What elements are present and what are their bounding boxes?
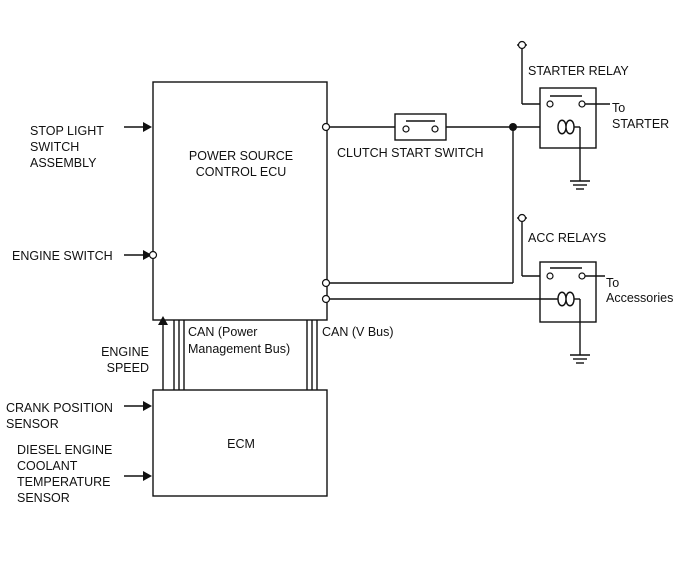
ecu-acc-terminal-1 xyxy=(321,278,331,288)
crank-position-label-line2: SENSOR xyxy=(6,417,59,431)
starter-relay-label: STARTER RELAY xyxy=(528,64,629,78)
stop-light-label-line3: ASSEMBLY xyxy=(30,156,97,170)
starter-relay: STARTER RELAY To STARTER xyxy=(517,40,669,190)
engine-switch-arrow-icon xyxy=(143,250,152,260)
stop-light-arrow-icon xyxy=(143,122,152,132)
engine-speed-signal: ENGINE SPEED xyxy=(101,316,168,390)
starter-circuit: CLUTCH START SWITCH xyxy=(321,113,558,288)
power-source-control-ecu-block: POWER SOURCE CONTROL ECU xyxy=(152,81,328,321)
coolant-label-line1: DIESEL ENGINE xyxy=(17,443,112,457)
coolant-temperature-sensor-input: DIESEL ENGINE COOLANT TEMPERATURE SENSOR xyxy=(17,443,152,505)
stop-light-label-line1: STOP LIGHT xyxy=(30,124,104,138)
can-v-bus: CAN (V Bus) xyxy=(306,320,394,390)
clutch-switch-label: CLUTCH START SWITCH xyxy=(337,146,484,160)
can-power-label-line1: CAN (Power xyxy=(188,325,257,339)
clutch-start-switch xyxy=(394,113,447,141)
can-power-label-line2: Management Bus) xyxy=(188,342,290,356)
coolant-label-line4: SENSOR xyxy=(17,491,70,505)
starter-relay-supply-terminal xyxy=(517,40,527,50)
acc-relays-label: ACC RELAYS xyxy=(528,231,606,245)
engine-switch-terminal xyxy=(148,250,158,260)
engine-speed-label-line1: ENGINE xyxy=(101,345,149,359)
coolant-label-line3: TEMPERATURE xyxy=(17,475,111,489)
can-power-management-bus: CAN (Power Management Bus) xyxy=(173,320,290,390)
clutch-switch-contact-right xyxy=(431,125,439,133)
ecm-box xyxy=(152,389,328,497)
starter-output-label-line2: STARTER xyxy=(612,117,669,131)
clutch-switch-contact-left xyxy=(402,125,410,133)
can-vbus-label: CAN (V Bus) xyxy=(322,325,394,339)
power-ecu-label-line2: CONTROL ECU xyxy=(196,165,287,179)
ecu-starter-terminal xyxy=(321,122,331,132)
power-ecu-box xyxy=(152,81,328,321)
crank-position-label-line1: CRANK POSITION xyxy=(6,401,113,415)
crank-position-arrow-icon xyxy=(143,401,152,411)
ecu-acc-terminal-2 xyxy=(321,294,331,304)
acc-relay-contact-right xyxy=(578,272,586,280)
engine-speed-label-line2: SPEED xyxy=(107,361,149,375)
engine-switch-input: ENGINE SWITCH xyxy=(12,249,158,263)
engine-speed-arrow-icon xyxy=(158,316,168,325)
engine-switch-label: ENGINE SWITCH xyxy=(12,249,113,263)
power-ecu-label-line1: POWER SOURCE xyxy=(189,149,293,163)
starter-relay-contact-right xyxy=(578,100,586,108)
stop-light-switch-input: STOP LIGHT SWITCH ASSEMBLY xyxy=(30,122,152,170)
stop-light-label-line2: SWITCH xyxy=(30,140,79,154)
crank-position-sensor-input: CRANK POSITION SENSOR xyxy=(6,401,152,431)
coolant-label-line2: COOLANT xyxy=(17,459,78,473)
clutch-switch-box xyxy=(394,113,447,141)
acc-output-label-line2: Accessories xyxy=(606,291,673,305)
coolant-arrow-icon xyxy=(143,471,152,481)
starter-relay-box xyxy=(539,87,597,149)
acc-relay-contact-left xyxy=(546,272,554,280)
ecm-label: ECM xyxy=(227,437,255,451)
starter-relay-contact-left xyxy=(546,100,554,108)
acc-output-label-line1: To xyxy=(606,276,619,290)
acc-relay-supply-terminal xyxy=(517,213,527,223)
starter-output-label-line1: To xyxy=(612,101,625,115)
acc-relays: ACC RELAYS To Accessories xyxy=(321,213,673,364)
ecm-block: ECM xyxy=(152,389,328,497)
